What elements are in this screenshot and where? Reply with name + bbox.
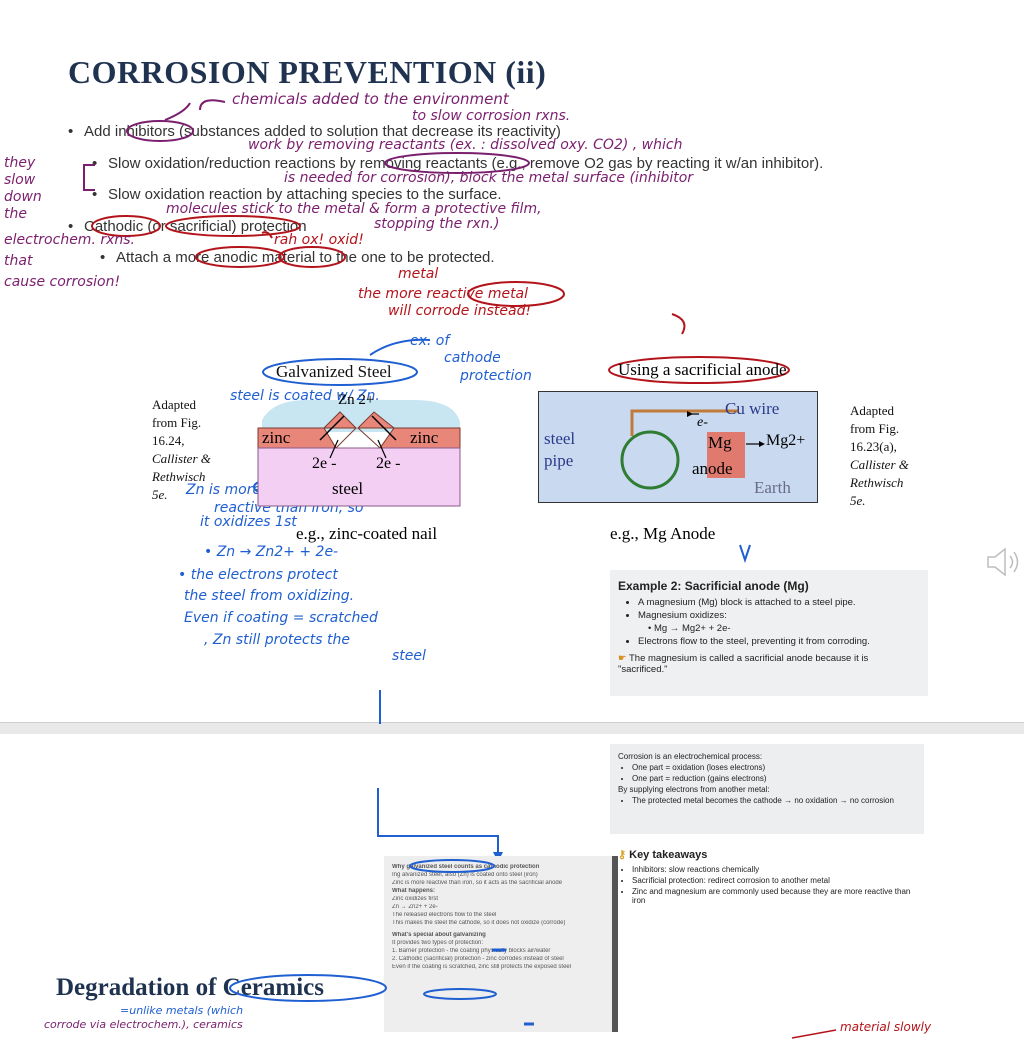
sacrificial-pipe-label: steel pipe — [544, 429, 576, 470]
note-corrode-instead: will corrode instead! — [388, 303, 532, 319]
page-title: CORROSION PREVENTION (ii) — [68, 54, 547, 90]
example-box: Example 2: Sacrificial anode (Mg) A magn… — [610, 570, 928, 696]
galvanized-adapted: Adapted from Fig. 16.24, Callister & Ret… — [152, 397, 211, 502]
sacrificial-adapted: Adapted from Fig. 16.23(a), Callister & … — [850, 403, 909, 508]
note-work-by: work by removing reactants (ex. : dissol… — [248, 137, 683, 153]
note-side-5: electrochem. rxns. — [4, 232, 136, 248]
sacrificial-ion: Mg2+ — [766, 432, 806, 449]
note-chemicals: chemicals added to the environment — [232, 90, 509, 108]
galvanized-zinc-left: zinc — [262, 428, 291, 447]
slide: CORROSION PREVENTION (ii) •Add inhibitor… — [0, 0, 1024, 722]
ceramics-ink — [229, 974, 387, 1002]
speaker-icon[interactable] — [986, 546, 1022, 578]
sacrificial-caption: e.g., Mg Anode — [610, 524, 716, 543]
red-arrow-ink — [791, 1029, 837, 1039]
note-equation: • Zn → Zn2+ + 2e- — [204, 544, 339, 560]
note-side-1: they — [4, 155, 36, 171]
note-more-reactive: the more reactive metal — [358, 286, 529, 302]
note-steel-from: the steel from oxidizing. — [184, 588, 355, 604]
note-needed-for: is needed for corrosion), block the meta… — [284, 170, 694, 186]
note-protection: protection — [460, 368, 532, 384]
note-corrode-via: corrode via electrochem.), ceramics — [44, 1018, 243, 1031]
sacrificial-earth: Earth — [754, 478, 791, 497]
note-ex-of: ex. of — [410, 333, 450, 349]
sacrificial-title: Using a sacrificial anode — [618, 360, 787, 379]
note-electrons-protect: • the electrons protect — [178, 567, 338, 583]
note-metal: metal — [398, 266, 439, 282]
sacrificial-anode-mg: Mg — [708, 433, 732, 452]
note-still-protects: , Zn still protects the — [204, 632, 350, 648]
sacrificial-anode-label: anode — [692, 459, 733, 478]
note-cathode: cathode — [444, 350, 501, 366]
key-icon: ⚷ — [618, 849, 627, 861]
note-side-3: down — [4, 189, 42, 205]
sacrificial-wire: Cu wire — [725, 399, 780, 418]
note-side-7: cause corrosion! — [4, 274, 121, 290]
note-molecules-stick: molecules stick to the metal & form a pr… — [166, 201, 542, 217]
galvanized-ion: Zn 2+ — [338, 392, 375, 408]
pointing-hand-icon: ☛ — [618, 653, 627, 664]
bullet-anodic-material: •Attach a more anodic material to the on… — [100, 249, 495, 266]
galvanized-zinc-right: zinc — [410, 428, 439, 447]
bullet-cathodic: •Cathodic (or sacrificial) protection — [68, 218, 307, 235]
note-steel: steel — [392, 648, 426, 664]
note-stopping: stopping the rxn.) — [374, 216, 500, 232]
galvanized-electron-right: 2e - — [376, 455, 401, 472]
note-even-if: Even if coating = scratched — [184, 610, 378, 626]
galvanized-electron-left: 2e - — [312, 455, 337, 472]
galvanized-caption: e.g., zinc-coated nail — [296, 524, 438, 543]
page-divider — [0, 722, 1024, 735]
note-material-slowly: material slowly — [840, 1020, 932, 1034]
takeaways-box: ⚷ Key takeaways Inhibitors: slow reactio… — [610, 842, 924, 938]
galvanized-diagram — [257, 399, 461, 507]
note-slow-corrosion: to slow corrosion rxns. — [412, 108, 571, 124]
electrochem-box: Corrosion is an electrochemical process:… — [610, 744, 924, 834]
bullet-inhibitors: •Add inhibitors (substances added to sol… — [68, 123, 561, 140]
lower-page: Corrosion is an electrochemical process:… — [0, 690, 1024, 1040]
note-unlike-metals: =unlike metals (which — [120, 1004, 244, 1017]
note-oxidizes: it oxidizes 1st — [200, 514, 297, 530]
note-side-4: the — [4, 206, 27, 222]
note-side-2: slow — [4, 172, 36, 188]
galvanized-steel: steel — [332, 479, 364, 498]
bullet-attach-species: •Slow oxidation reaction by attaching sp… — [92, 186, 502, 203]
sacrificial-electron: e- — [697, 415, 708, 430]
bullet-remove-reactants: •Slow oxidation/reduction reactions by r… — [92, 155, 824, 172]
note-side-6: that — [4, 253, 33, 269]
note-zn-more: Zn is more — [186, 482, 262, 498]
galvanized-title: Galvanized Steel — [276, 362, 392, 381]
galvanizing-ink — [409, 859, 534, 1026]
ceramics-heading: Degradation of Ceramics — [56, 974, 324, 1001]
sacrificial-diagram — [538, 391, 818, 503]
note-rah-ox: rah ox! oxid! — [274, 232, 364, 248]
galvanizing-screenshot: Why galvanized steel counts as cathodic … — [384, 856, 618, 1032]
